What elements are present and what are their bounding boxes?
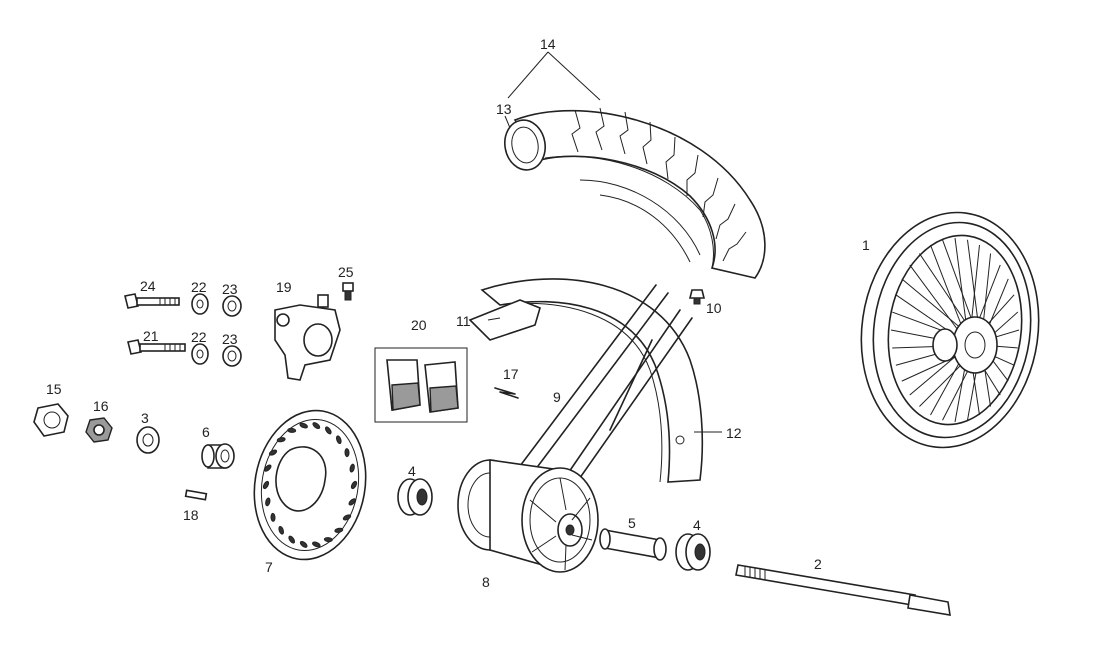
- inner-tube-part: [504, 119, 546, 171]
- bleed-screw-part: [342, 282, 354, 301]
- label-18: 18: [183, 507, 199, 523]
- part-labels: 1 2 3 4 4 5 6 7 8 9 10 11 12 13 14 15 16…: [46, 36, 870, 590]
- brake-pads-part: [374, 347, 468, 423]
- label-21: 21: [143, 328, 159, 344]
- label-17: 17: [503, 366, 519, 382]
- axle-nut-part: [85, 417, 113, 443]
- mudguard-screw-part: [688, 289, 706, 305]
- washer-upper-part: [191, 293, 209, 315]
- brake-disc-part: [253, 409, 367, 561]
- mudguard-part: [480, 278, 704, 483]
- lock-washer-lower-part: [222, 345, 242, 367]
- label-14: 14: [540, 36, 556, 52]
- bearing-left-part: [397, 478, 433, 516]
- lock-washer-upper-part: [222, 295, 242, 317]
- label-23-upper: 23: [222, 281, 238, 297]
- label-9: 9: [553, 389, 561, 405]
- axle-part: [735, 564, 951, 616]
- cap-nut-part: [33, 403, 69, 437]
- label-22-lower: 22: [191, 329, 207, 345]
- label-13: 13: [496, 101, 512, 117]
- label-16: 16: [93, 398, 109, 414]
- label-25: 25: [338, 264, 354, 280]
- label-10: 10: [706, 300, 722, 316]
- label-24: 24: [140, 278, 156, 294]
- label-11: 11: [456, 313, 471, 329]
- bush-part: [201, 443, 235, 469]
- label-22-upper: 22: [191, 279, 207, 295]
- fork-tubes-part: [507, 284, 693, 493]
- label-3: 3: [141, 410, 149, 426]
- label-12: 12: [726, 425, 742, 441]
- label-1: 1: [862, 237, 870, 253]
- hub-part: [457, 459, 599, 573]
- label-2: 2: [814, 556, 822, 572]
- label-5: 5: [628, 515, 636, 531]
- bearing-right-part: [675, 533, 711, 571]
- bolt-lower-part: [127, 339, 186, 355]
- mudguard-bracket-part: [468, 299, 541, 341]
- pin-part: [184, 489, 208, 501]
- spacer-part: [599, 528, 667, 561]
- wheel-assembly-part: [860, 211, 1040, 449]
- washer-lower-part: [191, 343, 209, 365]
- clip-part: [494, 387, 519, 399]
- label-15: 15: [46, 381, 62, 397]
- tyre-part: [513, 107, 766, 279]
- bolt-upper-part: [124, 293, 180, 309]
- label-7: 7: [265, 559, 273, 575]
- label-19: 19: [276, 279, 292, 295]
- brake-caliper-part: [274, 294, 341, 381]
- label-8: 8: [482, 574, 490, 590]
- label-6: 6: [202, 424, 210, 440]
- label-20: 20: [411, 317, 427, 333]
- label-4-right: 4: [693, 517, 701, 533]
- washer-part: [136, 426, 160, 454]
- leader-lines: [487, 51, 722, 433]
- label-23-lower: 23: [222, 331, 238, 347]
- label-4-left: 4: [408, 463, 416, 479]
